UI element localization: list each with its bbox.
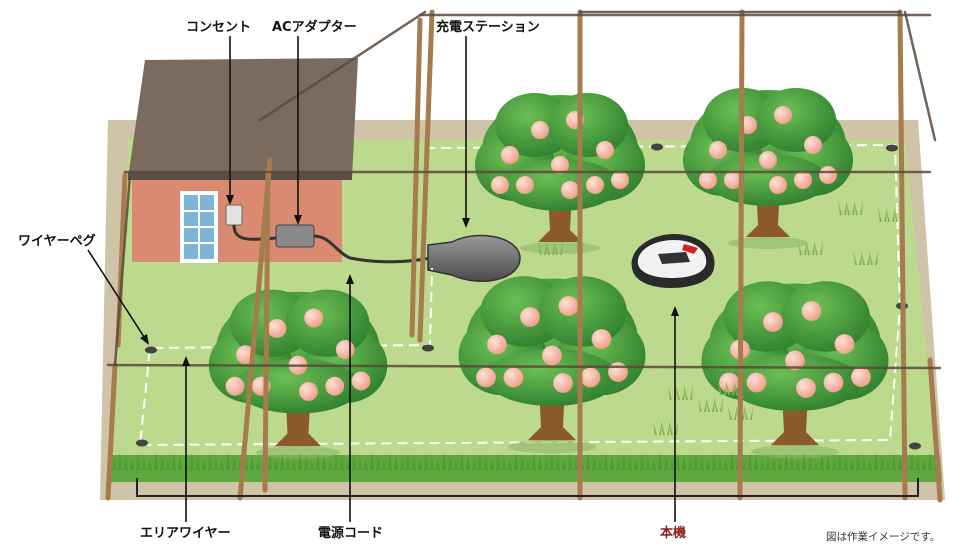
- grass-tuft: [798, 241, 823, 255]
- peach: [503, 367, 524, 388]
- peach: [304, 308, 324, 328]
- trees: [208, 88, 889, 459]
- ac-adapter: [275, 224, 315, 248]
- net-wire: [106, 363, 942, 370]
- peach: [351, 371, 371, 391]
- peach: [487, 334, 507, 355]
- peach: [542, 345, 562, 366]
- label-power-cord: 電源コード: [318, 526, 384, 541]
- roof: [128, 58, 358, 178]
- peach: [591, 329, 612, 349]
- frame-pole: [927, 357, 943, 503]
- peach: [611, 171, 629, 189]
- frame-pole: [737, 9, 745, 501]
- wire-peg: [909, 442, 921, 450]
- peach: [796, 378, 816, 398]
- peach: [851, 367, 871, 387]
- peach: [763, 312, 783, 332]
- peach: [746, 372, 767, 393]
- grass-tuft: [838, 201, 863, 215]
- grass-tuft: [698, 398, 723, 412]
- grass-tuft: [538, 241, 563, 255]
- grass-tuft: [728, 406, 753, 420]
- peach: [785, 350, 805, 371]
- outlet: [225, 204, 243, 226]
- frame-pole: [237, 157, 273, 501]
- frame-pole: [409, 17, 423, 338]
- note-text: 図は作業イメージです。: [826, 531, 941, 543]
- house: [128, 58, 358, 263]
- grass-tuft: [853, 251, 878, 265]
- wire-peg: [651, 143, 663, 151]
- wire-peg: [422, 344, 434, 352]
- peach-tree: [701, 281, 889, 459]
- wire-peg: [145, 346, 157, 354]
- peach: [819, 166, 837, 184]
- charging-station: [427, 234, 521, 282]
- peach: [823, 372, 844, 393]
- peach: [586, 176, 604, 194]
- net-wire: [903, 10, 937, 142]
- grass-tufts: [112, 201, 938, 470]
- peach: [724, 171, 742, 189]
- label-charging-station: 充電ステーション: [436, 20, 540, 35]
- frame-pole: [262, 167, 271, 493]
- label-area-wire: エリアワイヤー: [140, 526, 231, 541]
- peach: [267, 319, 287, 338]
- peach: [516, 176, 534, 194]
- peach: [501, 146, 519, 164]
- label-main-unit: 本機: [660, 526, 687, 541]
- peach: [801, 301, 822, 321]
- peach: [699, 171, 717, 189]
- peach: [325, 376, 345, 396]
- label-wire-peg: ワイヤーペグ: [18, 234, 96, 249]
- robot-mower: [631, 234, 715, 288]
- peach: [491, 176, 509, 194]
- wire-peg: [136, 439, 148, 447]
- peach: [804, 136, 822, 154]
- label-ac-adapter: ACアダプター: [272, 20, 357, 35]
- peach: [561, 181, 579, 199]
- wire-peg: [886, 144, 898, 152]
- peach: [759, 151, 777, 169]
- peach: [709, 141, 727, 159]
- pointer-lines: [87, 36, 679, 522]
- label-outlet: コンセント: [186, 20, 252, 35]
- peach: [476, 367, 496, 388]
- peach: [769, 176, 787, 194]
- peach: [794, 171, 812, 189]
- peach: [520, 307, 540, 327]
- peach: [531, 121, 549, 139]
- peach: [608, 362, 628, 382]
- peach: [299, 382, 318, 401]
- peach: [580, 367, 601, 388]
- net-wire: [258, 10, 427, 122]
- peach: [225, 376, 245, 396]
- frame-pole: [897, 9, 908, 501]
- peach: [596, 141, 614, 159]
- peach: [834, 334, 855, 354]
- ground-pipe: [136, 478, 919, 497]
- frame-pole: [105, 362, 118, 501]
- net-frame: [105, 9, 943, 503]
- frame-pole: [417, 9, 435, 343]
- peach: [774, 106, 792, 124]
- grass-strip: [108, 455, 942, 482]
- peach: [551, 156, 569, 174]
- peach: [553, 373, 573, 393]
- peach: [558, 296, 579, 316]
- net-wire: [113, 173, 132, 367]
- peach: [335, 340, 355, 359]
